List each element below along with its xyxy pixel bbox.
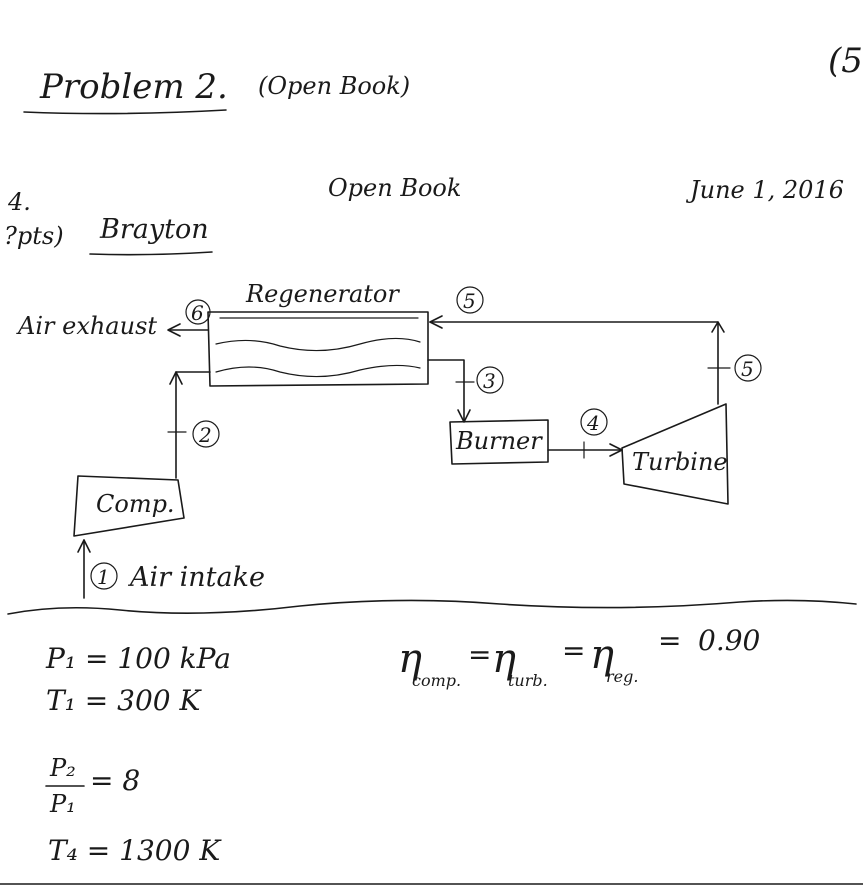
state-2-label: 2 <box>198 423 212 447</box>
state-5-right-label: 5 <box>741 357 754 381</box>
exhaust-arrow-icon <box>167 323 181 337</box>
open-book-note: (Open Book) <box>258 72 410 100</box>
eta-reg-subscript: reg. <box>606 667 638 686</box>
turbine-exhaust-line <box>429 321 719 405</box>
state-3-label: 3 <box>483 369 496 393</box>
points-label: ?pts) <box>4 222 64 250</box>
state-2-circle <box>192 420 220 448</box>
regenerator-label: Regenerator <box>245 280 400 308</box>
equals-1: = <box>468 638 491 671</box>
problem-title: Problem 2. <box>39 67 228 107</box>
compressor-shape <box>73 475 185 537</box>
state-1-circle <box>90 562 118 590</box>
problem-number: 4. <box>7 188 31 216</box>
open-book-label: Open Book <box>328 174 461 202</box>
turbine-label: Turbine <box>632 448 728 476</box>
eta-turb-subscript: turb. <box>508 671 548 690</box>
state-5-right-circle <box>734 354 762 382</box>
ratio-value: = 8 <box>90 764 140 797</box>
regen-inlet-arrow-icon <box>429 315 443 329</box>
eta-reg-symbol: η <box>590 632 614 678</box>
equals-2: = <box>562 634 585 667</box>
given-p1: P₁ = 100 kPa <box>45 642 231 675</box>
regen-to-burner-line <box>427 359 465 421</box>
topic-brayton: Brayton <box>99 214 209 245</box>
section-divider <box>7 599 857 615</box>
date-label: June 1, 2016 <box>685 176 844 204</box>
efficiency-equation: η comp. = η turb. = η reg. = 0.90 <box>398 624 760 690</box>
state-4-circle <box>580 408 608 436</box>
turbine-shape <box>621 403 729 505</box>
state-5-top-label: 5 <box>463 289 476 313</box>
intake-arrow-icon <box>77 539 91 553</box>
state-1-label: 1 <box>97 565 110 589</box>
eta-turb-symbol: η <box>492 636 516 682</box>
state-4-label: 4 <box>586 411 600 435</box>
eta-comp-symbol: η <box>398 636 422 682</box>
equals-3: = <box>658 624 681 657</box>
air-intake-label: Air intake <box>127 562 265 593</box>
given-t1: T₁ = 300 K <box>46 684 203 717</box>
page-number: (5 <box>828 41 863 81</box>
state-6-label: 6 <box>191 301 204 325</box>
burner-box <box>449 419 549 465</box>
air-exhaust-label: Air exhaust <box>16 312 157 340</box>
given-t4: T₄ = 1300 K <box>48 834 222 867</box>
ratio-numerator: P₂ <box>49 754 76 782</box>
burner-label: Burner <box>455 427 543 455</box>
state-5-top-circle <box>456 286 484 314</box>
efficiency-value: 0.90 <box>698 624 760 657</box>
state-6-circle <box>185 299 211 325</box>
eta-comp-subscript: comp. <box>412 671 461 690</box>
topic-underline <box>89 251 213 256</box>
state-3-circle <box>476 366 504 394</box>
title-underline <box>23 109 227 115</box>
comp-outlet-arrow-icon <box>169 371 183 385</box>
regenerator-box <box>207 311 429 387</box>
turbine-up-arrow-icon <box>711 321 725 333</box>
ratio-denominator: P₁ <box>49 790 76 818</box>
compressor-label: Comp. <box>96 490 175 518</box>
